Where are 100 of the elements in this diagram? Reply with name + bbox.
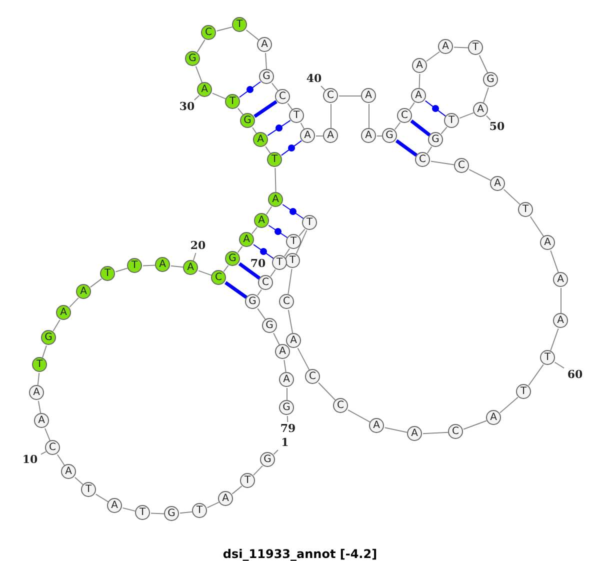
nucleotide-circle: A bbox=[553, 272, 568, 287]
base-pair-line bbox=[224, 281, 248, 299]
position-number: 20 bbox=[190, 240, 206, 252]
nucleotide-circle: G bbox=[279, 400, 294, 415]
backbone-line bbox=[550, 328, 559, 351]
backbone-line bbox=[122, 507, 136, 512]
nucleotide-circle: C bbox=[45, 440, 60, 455]
backbone-line bbox=[142, 264, 156, 266]
nucleotide-circle: A bbox=[300, 128, 315, 143]
backbone-line bbox=[246, 30, 260, 40]
backbone-line bbox=[251, 226, 258, 234]
nucleotide-circle: A bbox=[76, 284, 91, 299]
backbone-line bbox=[288, 268, 292, 295]
backbone-line bbox=[223, 264, 229, 272]
leader-line bbox=[286, 416, 288, 422]
nucleotide-circle: C bbox=[201, 25, 216, 40]
position-number: 1 bbox=[281, 437, 289, 449]
nucleotide-circle: A bbox=[486, 410, 501, 425]
backbone-line bbox=[440, 126, 448, 134]
backbone-line bbox=[270, 269, 276, 277]
base-pair-line bbox=[268, 224, 288, 238]
nucleotide-circle: T bbox=[272, 255, 287, 270]
backbone-line bbox=[287, 102, 293, 110]
backbone-line bbox=[426, 51, 440, 62]
nucleotide-circle: T bbox=[135, 505, 150, 520]
position-number: 50 bbox=[489, 121, 505, 133]
nucleotide-circle: T bbox=[286, 234, 301, 249]
nucleotide-circle: A bbox=[239, 232, 254, 247]
nucleotide-circle: G bbox=[483, 72, 498, 87]
nucleotide-circle: C bbox=[448, 424, 463, 439]
base-pair-line bbox=[424, 100, 446, 117]
nucleotide-circle: A bbox=[218, 491, 233, 506]
position-number: 60 bbox=[567, 369, 583, 381]
nucleotide-circle: A bbox=[473, 102, 488, 117]
nucleotide-circle: T bbox=[516, 384, 531, 399]
backbone-line bbox=[483, 87, 489, 103]
nucleotide-circle: A bbox=[183, 260, 198, 275]
nucleotide-circle: A bbox=[553, 313, 568, 328]
nucleotide-circle: G bbox=[260, 452, 275, 467]
nucleotide-circle: T bbox=[302, 215, 317, 230]
nucleotide-circle: C bbox=[305, 369, 320, 384]
nucleotide-circle: A bbox=[361, 128, 376, 143]
backbone-line bbox=[298, 228, 306, 236]
backbone-line bbox=[368, 104, 370, 128]
position-number: 79 bbox=[280, 423, 296, 435]
backbone-line bbox=[274, 168, 276, 192]
nucleotide-circle: G bbox=[164, 506, 179, 521]
backbone-line bbox=[503, 188, 521, 206]
backbone-line bbox=[384, 427, 408, 433]
backbone-line bbox=[265, 52, 267, 70]
base-pair-line bbox=[253, 244, 274, 259]
nucleotide-circle: T bbox=[192, 503, 207, 518]
nucleotide-circle: G bbox=[240, 113, 255, 128]
backbone-line bbox=[300, 122, 305, 130]
leader-line bbox=[194, 95, 200, 100]
backbone-line bbox=[232, 486, 242, 494]
nucleotide-circle: A bbox=[253, 132, 268, 147]
backbone-line bbox=[253, 465, 263, 476]
backbone-line bbox=[115, 268, 128, 272]
leader-line bbox=[320, 86, 326, 91]
nucleotide-circle: A bbox=[323, 128, 338, 143]
backbone-line bbox=[69, 297, 79, 308]
backbone-line bbox=[37, 372, 40, 386]
backbone-line bbox=[284, 248, 290, 257]
backbone-line bbox=[95, 494, 109, 502]
nucleotide-circle: T bbox=[32, 357, 47, 372]
nucleotide-circle: T bbox=[285, 253, 300, 268]
nucleotide-circle: A bbox=[257, 37, 272, 52]
backbone-line bbox=[179, 511, 193, 514]
nucleotide-circle: A bbox=[197, 82, 212, 97]
nucleotide-circle: T bbox=[444, 113, 459, 128]
nucleotide-circle: A bbox=[56, 305, 71, 320]
backbone-line bbox=[560, 288, 562, 314]
nucleotide-circle: C bbox=[454, 158, 469, 173]
base-pair-line bbox=[267, 120, 291, 136]
backbone-line bbox=[296, 230, 308, 254]
backbone-line bbox=[284, 359, 286, 373]
backbone-line bbox=[237, 108, 244, 116]
nucleotide-circle: A bbox=[361, 88, 376, 103]
backbone-line bbox=[252, 127, 257, 134]
nucleotide-circle: A bbox=[29, 385, 44, 400]
backbone-line bbox=[198, 270, 212, 276]
nucleotide-circle: G bbox=[225, 251, 240, 266]
backbone-line bbox=[237, 246, 243, 254]
nucleotide-circle: A bbox=[369, 418, 384, 433]
leader-line bbox=[192, 252, 196, 261]
nucleotide-circle: G bbox=[259, 69, 274, 84]
backbone-line bbox=[90, 278, 102, 288]
backbone-line bbox=[478, 54, 488, 74]
backbone-line bbox=[550, 250, 559, 273]
backbone-line bbox=[273, 332, 280, 346]
position-number: 70 bbox=[250, 258, 266, 270]
nucleotide-circle: T bbox=[267, 152, 282, 167]
backbone-line bbox=[52, 319, 60, 332]
backbone-line bbox=[212, 92, 226, 100]
nucleotide-circle: T bbox=[225, 94, 240, 109]
backbone-line bbox=[528, 364, 544, 386]
backbone-line bbox=[42, 345, 47, 358]
leader-line bbox=[273, 450, 278, 455]
base-pair-line bbox=[282, 204, 304, 220]
